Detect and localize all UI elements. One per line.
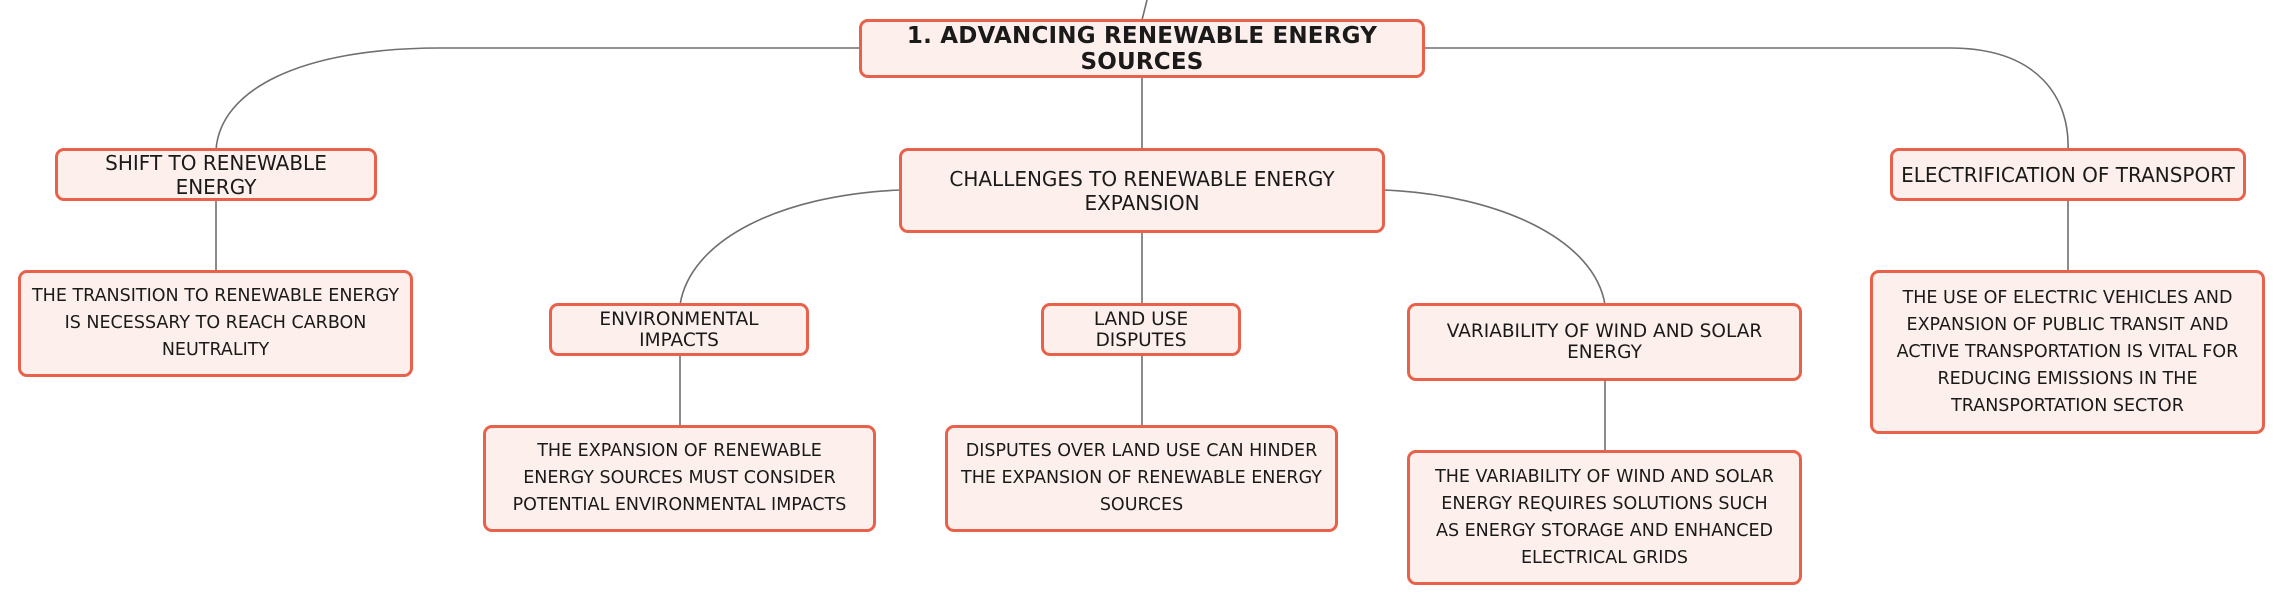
detail-land-text: DISPUTES OVER LAND USE CAN HINDER THE EX… <box>961 441 1322 515</box>
detail-shift[interactable]: THE TRANSITION TO RENEWABLE ENERGY IS NE… <box>18 270 413 377</box>
subtopic-variability-label: VARIABILITY OF WIND AND SOLAR ENERGY <box>1446 321 1763 363</box>
connector-challenges-environmental <box>679 189 901 306</box>
root-topic-label: 1. ADVANCING RENEWABLE ENERGY SOURCES <box>906 22 1378 75</box>
detail-environmental-impacts[interactable]: THE EXPANSION OF RENEWABLE ENERGY SOURCE… <box>483 425 876 532</box>
detail-shift-text: THE TRANSITION TO RENEWABLE ENERGY IS NE… <box>31 286 400 360</box>
detail-variability[interactable]: THE VARIABILITY OF WIND AND SOLAR ENERGY… <box>1407 450 1802 585</box>
topic-shift-to-renewable[interactable]: SHIFT TO RENEWABLE ENERGY <box>55 148 377 201</box>
subtopic-land-label: LAND USE DISPUTES <box>1093 308 1189 351</box>
connector-top-stub <box>1141 0 1148 21</box>
connector-root-shift <box>215 47 862 151</box>
subtopic-environmental-impacts[interactable]: ENVIRONMENTAL IMPACTS <box>549 303 809 356</box>
topic-challenges-label: CHALLENGES TO RENEWABLE ENERGY EXPANSION <box>949 166 1335 215</box>
subtopic-land-use-disputes[interactable]: LAND USE DISPUTES <box>1041 303 1241 356</box>
detail-variability-text: THE VARIABILITY OF WIND AND SOLAR ENERGY… <box>1435 466 1774 568</box>
subtopic-environmental-label: ENVIRONMENTAL IMPACTS <box>599 308 759 351</box>
topic-shift-label: SHIFT TO RENEWABLE ENERGY <box>105 150 327 199</box>
topic-transport-label: ELECTRIFICATION OF TRANSPORT <box>1901 162 2235 187</box>
detail-land-use-disputes[interactable]: DISPUTES OVER LAND USE CAN HINDER THE EX… <box>945 425 1338 532</box>
topic-challenges[interactable]: CHALLENGES TO RENEWABLE ENERGY EXPANSION <box>899 148 1385 233</box>
connector-challenges-variability <box>1383 189 1606 306</box>
connector-root-transport <box>1425 47 2069 151</box>
subtopic-variability[interactable]: VARIABILITY OF WIND AND SOLAR ENERGY <box>1407 303 1802 381</box>
detail-environmental-text: THE EXPANSION OF RENEWABLE ENERGY SOURCE… <box>512 441 847 515</box>
root-topic[interactable]: 1. ADVANCING RENEWABLE ENERGY SOURCES <box>859 19 1425 78</box>
detail-transport-text: THE USE OF ELECTRIC VEHICLES AND EXPANSI… <box>1896 287 2239 416</box>
detail-transport[interactable]: THE USE OF ELECTRIC VEHICLES AND EXPANSI… <box>1870 270 2265 434</box>
topic-electrification-of-transport[interactable]: ELECTRIFICATION OF TRANSPORT <box>1890 148 2246 201</box>
